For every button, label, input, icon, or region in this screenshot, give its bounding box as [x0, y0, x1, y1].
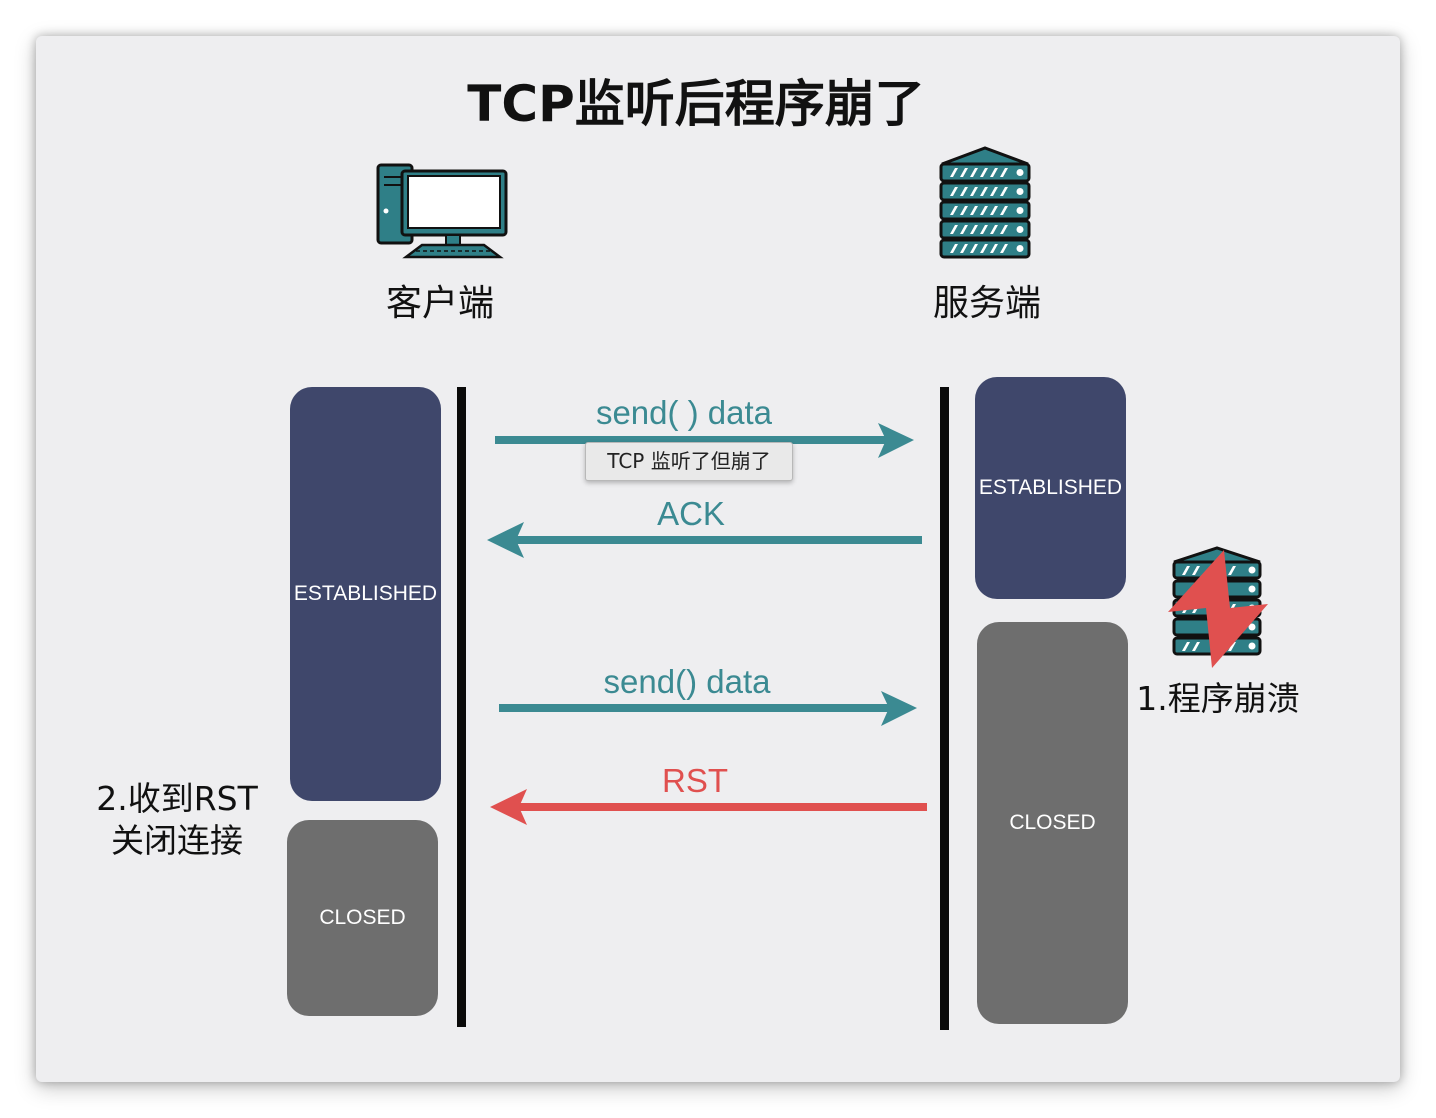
- diagram-title: TCP监听后程序崩了: [467, 75, 925, 133]
- server-lifeline: [940, 387, 949, 1030]
- send1-label: send( ) data: [595, 394, 773, 431]
- send2-label: send() data: [603, 663, 771, 700]
- rst-close-note-line1: 2.收到RST: [96, 779, 258, 818]
- server-established-state: ESTABLISHED: [975, 377, 1126, 599]
- server-rack-icon: [939, 146, 1031, 259]
- send1-arrow: [495, 423, 914, 458]
- client-established-label: ESTABLISHED: [293, 582, 438, 605]
- server-closed-state: CLOSED: [977, 622, 1128, 1024]
- tooltip: TCP 监听了但崩了: [585, 442, 793, 481]
- client-closed-label: CLOSED: [319, 906, 406, 929]
- rst-label: RST: [662, 762, 728, 799]
- send2-arrow: [499, 691, 917, 726]
- ack-arrow: [487, 522, 922, 558]
- desktop-computer-icon: [376, 163, 508, 259]
- client-established-state: ESTABLISHED: [290, 387, 441, 801]
- diagram-card: [36, 36, 1400, 1082]
- client-label: 客户端: [385, 283, 494, 324]
- rst-arrow: [490, 789, 927, 825]
- server-established-label: ESTABLISHED: [978, 476, 1123, 499]
- lightning-bolt-icon: [1168, 550, 1268, 668]
- server-label: 服务端: [932, 283, 1041, 324]
- crash-note: 1.程序崩溃: [1136, 679, 1300, 718]
- client-closed-state: CLOSED: [287, 820, 438, 1016]
- client-lifeline: [457, 387, 466, 1027]
- rst-close-note: 2.收到RST 关闭连接: [80, 778, 274, 862]
- crashed-server-icon: [1168, 546, 1268, 668]
- server-closed-label: CLOSED: [1009, 811, 1096, 834]
- ack-label: ACK: [657, 495, 725, 532]
- rst-close-note-line2: 关闭连接: [111, 821, 243, 860]
